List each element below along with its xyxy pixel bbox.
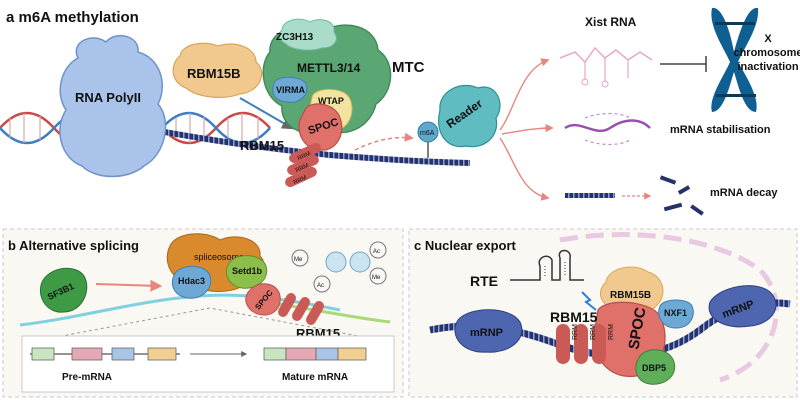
rte-label: RTE [470,273,498,289]
ac-mark-1: Ac [317,283,324,289]
rrm-label-2: RRM [295,163,310,174]
mrnp-label-left: mRNP [470,327,503,339]
panel-a-title: a m6A methylation [6,9,139,26]
mrnp-right: mRNP [708,285,777,328]
ac-mark-2: Ac [373,249,380,255]
xist-label: Xist RNA [585,15,637,29]
nxf1-protein: NXF1 [658,299,694,329]
pre-mrna-exons [30,347,180,361]
rbm15-rrm-c: RRM RRM RRM [556,324,615,364]
mettl-label: METTL3/14 [297,61,361,75]
stabilised-mrna [564,112,651,146]
rbm15b-label: RBM15B [187,66,240,81]
nuclear-envelope [559,232,779,383]
mature-mrna-exons [263,347,367,361]
panel-c: c Nuclear export RTE mRNP mRNP RBM15B SP… [408,228,798,398]
sf3b1-arrow [95,279,163,292]
spliceosome-label: spliceosome [194,252,244,262]
mrnp-left: mRNP [454,309,523,353]
histone-marks: Me Ac Ac Me [291,241,387,293]
x-inactivation-line1: X [764,33,772,45]
methylation-arrow [354,132,414,151]
panel-b-title: b Alternative splicing [8,238,139,253]
m6a-label: m6A [420,130,435,137]
x-chromosome-icon [711,7,759,113]
rrm-label-c3: RRM [608,324,615,340]
me-mark-2: Me [372,275,381,281]
reader-protein: Reader [438,84,501,148]
outcome-branches [499,58,554,201]
splicing-inset [21,335,395,393]
zoom-lines [29,307,391,343]
panel-a: a m6A methylation RNA PolyII RBM15B [0,7,800,216]
x-inactivation-line3: inactivation [737,61,798,73]
nxf1-label: NXF1 [664,308,687,318]
rbm15-label-c: RBM15 [550,309,598,325]
pre-mrna-label: Pre-mRNA [62,372,112,383]
mtc-complex: ZC3H13 METTL3/14 VIRMA WTAP SPOC [262,18,392,151]
decaying-mrna [565,175,704,216]
rbm15-label: RBM15 [240,138,284,153]
rte-hairpin [510,249,584,281]
rbm15-rrm-domains: RRM RRM RRM [285,142,321,188]
mature-mrna-label: Mature mRNA [282,372,348,383]
rbm15b-protein: RBM15B [172,42,263,98]
x-inactivation-line2: chromosome [733,47,800,59]
mrna-decay-label: mRNA decay [710,187,778,199]
m6a-mark: m6A [417,121,439,158]
sf3b1-protein: SF3B1 [40,267,88,313]
virma-label: VIRMA [276,85,306,95]
rna-polii-label: RNA PolyII [75,90,141,105]
rna-polii-complex: RNA PolyII [59,34,167,178]
rrm-label-1: RRM [297,151,312,162]
wtap-label: WTAP [318,96,344,106]
rbm15b-label-c: RBM15B [610,290,651,301]
inhibition-arrow [660,56,707,72]
hdac3-label: Hdac3 [178,276,205,286]
spliceosome-complex: spliceosome Hdac3 Setd1b SPOC [166,233,281,316]
xist-rna: Xist RNA [559,15,653,88]
zc3h13-label: ZC3H13 [276,32,314,43]
mtc-label: MTC [392,59,425,76]
rrm-label-c2: RRM [590,324,597,340]
panel-b: b Alternative splicing SF3B1 spliceosome… [2,228,404,398]
me-mark-1: Me [294,257,303,263]
interaction-bolt [581,291,597,311]
dbp5-label: DBP5 [642,363,666,373]
rbm15b-arrow [239,97,295,130]
panel-c-title: c Nuclear export [414,238,517,253]
rrm-label-3: RRM [293,175,308,186]
mrna-stab-label: mRNA stabilisation [670,124,771,136]
setd1b-label: Setd1b [232,266,263,276]
dbp5-protein: DBP5 [635,349,676,385]
rbm15-rrm-b [278,293,324,325]
rrm-label-c1: RRM [572,324,579,340]
